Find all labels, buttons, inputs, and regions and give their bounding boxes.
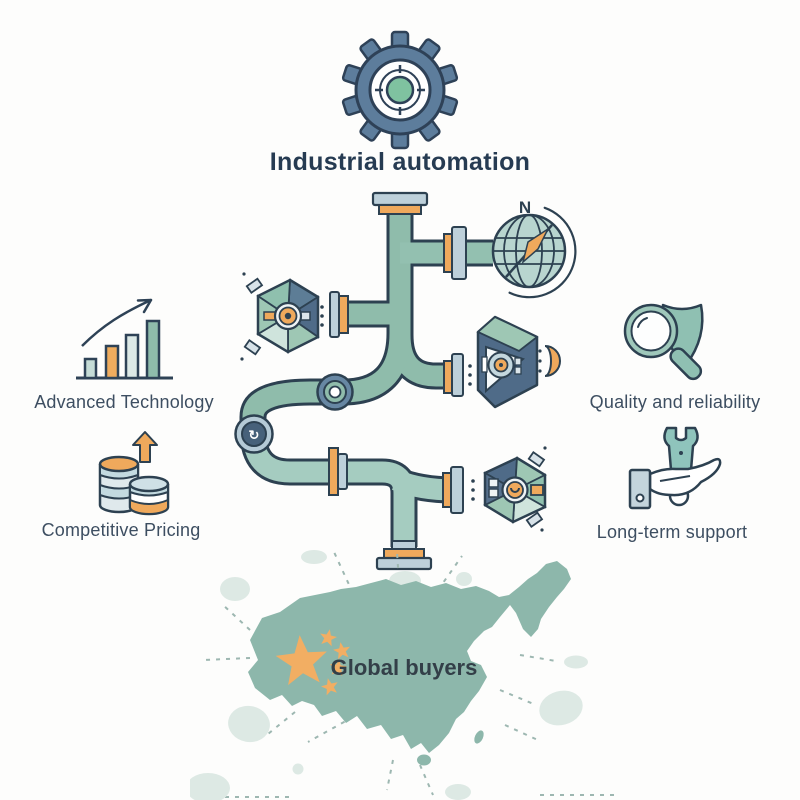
feature-label-competitive-pricing: Competitive Pricing <box>41 520 201 540</box>
china-map-illustration: Global buyers <box>190 550 618 800</box>
pale-land-blobs <box>190 550 588 800</box>
compass-globe-icon: N <box>491 198 577 299</box>
coin-stack-front <box>128 475 170 516</box>
coins-arrow-icon <box>98 431 170 516</box>
magnifier-handle <box>669 347 703 381</box>
global-buyers-label: Global buyers <box>331 655 478 680</box>
compass-arc <box>508 206 577 299</box>
coin-stack-back <box>98 455 140 514</box>
page-title: Industrial automation <box>269 148 531 176</box>
star-icon <box>320 629 337 647</box>
sleeve <box>628 468 652 510</box>
rotate-glyph: ↻ <box>249 428 260 443</box>
wrench-shape <box>663 426 699 472</box>
prism-valve-icon <box>468 315 561 409</box>
up-arrow <box>132 431 158 463</box>
feature-label-long-term-support: Long-term support <box>596 522 748 542</box>
arrow-head <box>136 298 153 314</box>
hex-valve-bottom-icon <box>471 446 547 532</box>
hex-valve-left-icon <box>240 272 324 361</box>
rotate-joint: ↻ <box>234 414 274 454</box>
compass-needle <box>521 226 550 265</box>
hainan-island <box>417 754 431 766</box>
china-map-shape <box>248 561 571 753</box>
gear-center <box>385 75 415 105</box>
feature-label-quality-reliability: Quality and reliability <box>589 392 761 412</box>
pipe-joint <box>316 373 354 411</box>
star-icon <box>275 635 327 686</box>
taiwan-island <box>474 730 484 744</box>
gear-icon <box>341 30 459 150</box>
star-icon <box>321 678 338 696</box>
flag-stars <box>275 629 350 696</box>
wrench-hand-icon <box>628 426 722 510</box>
star-icon <box>329 659 347 676</box>
growth-chart-icon <box>76 298 173 380</box>
pipe-bottom-cap <box>375 540 433 571</box>
signal-crescent <box>544 345 561 377</box>
pipe-network-illustration: ↻ N <box>234 191 577 571</box>
compass-north-label: N <box>519 198 531 217</box>
pipe-top-cap <box>371 191 429 215</box>
magnifier-shield-icon <box>623 303 704 381</box>
pipe-flanges <box>328 226 467 514</box>
star-icon <box>333 642 350 660</box>
feature-label-advanced-technology: Advanced Technology <box>34 392 214 412</box>
